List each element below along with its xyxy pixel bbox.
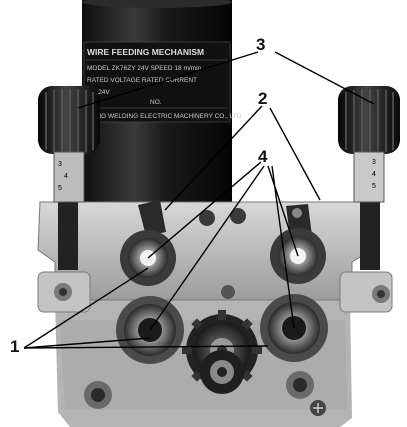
callout-2: 2 bbox=[258, 89, 267, 108]
center-screw-right-icon bbox=[230, 208, 246, 224]
svg-text:3: 3 bbox=[372, 159, 376, 166]
callout-1: 1 bbox=[10, 337, 19, 356]
scale-left: 3 4 5 bbox=[58, 161, 68, 192]
svg-text:4: 4 bbox=[64, 173, 68, 180]
idle-gear-icon bbox=[200, 350, 244, 394]
svg-text:4: 4 bbox=[372, 171, 376, 178]
motor-rated-line: RATED VOLTAGE RATED CURRENT bbox=[87, 77, 197, 84]
motor-model-line: MODEL ZK76ZY 24V SPEED 18 m/min bbox=[87, 65, 202, 72]
callout-3: 3 bbox=[256, 35, 265, 54]
motor-maker-line: JIANG WELDING ELECTRIC MACHINERY CO., LT… bbox=[87, 113, 242, 120]
tension-knob-left: 3 4 5 bbox=[38, 86, 100, 270]
callout-leaders bbox=[23, 51, 375, 349]
motor-dc-line: DC 24V bbox=[87, 89, 110, 96]
svg-text:3: 3 bbox=[58, 161, 62, 168]
feed-motor: WIRE FEEDING MECHANISM MODEL ZK76ZY 24V … bbox=[82, 0, 242, 240]
lower-screw-icon bbox=[221, 285, 235, 299]
motor-nameplate: WIRE FEEDING MECHANISM MODEL ZK76ZY 24V … bbox=[83, 41, 242, 123]
pressure-plate bbox=[37, 200, 393, 313]
center-screw-left-icon bbox=[199, 210, 215, 226]
callout-4: 4 bbox=[258, 147, 268, 166]
svg-text:5: 5 bbox=[58, 185, 62, 192]
scale-right: 3 4 5 bbox=[372, 159, 376, 190]
motor-title: WIRE FEEDING MECHANISM bbox=[87, 47, 204, 57]
motor-no-line: NO. bbox=[150, 99, 162, 106]
tension-knob-right: 3 4 5 bbox=[338, 86, 400, 270]
svg-text:5: 5 bbox=[372, 183, 376, 190]
